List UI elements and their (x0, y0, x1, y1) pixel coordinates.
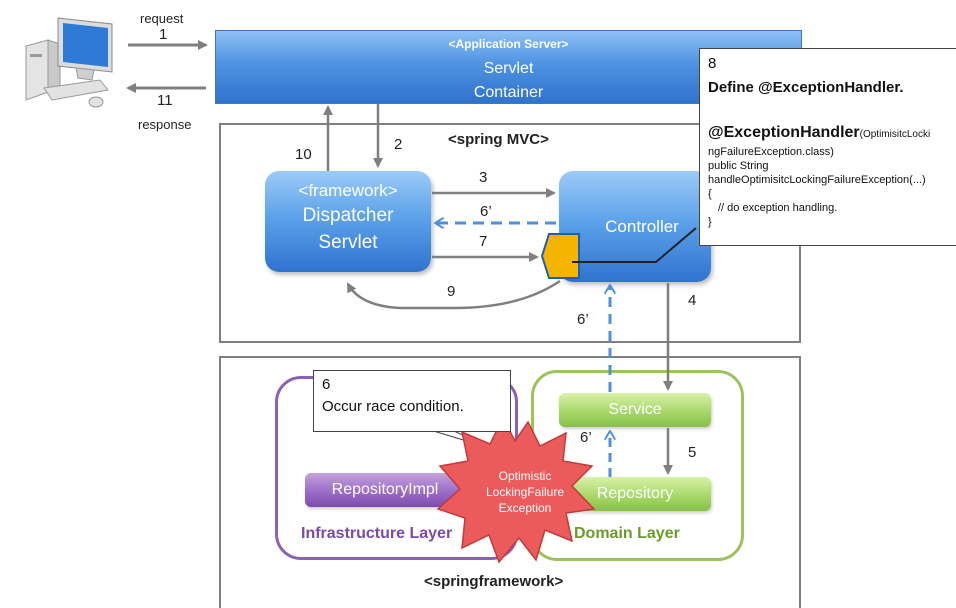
step-3-label: 3 (479, 169, 488, 186)
handler-code-line1: public String (708, 160, 769, 172)
race-callout-num: 6 (322, 376, 331, 393)
arrow-9 (346, 279, 561, 310)
exception-handler-callout: 8 Define @ExceptionHandler. @ExceptionHa… (699, 48, 956, 246)
step-7-label: 7 (479, 233, 488, 250)
handler-callout-title: Define @ExceptionHandler. (708, 79, 904, 96)
response-label: response (138, 117, 192, 132)
handler-callout-num: 8 (708, 55, 717, 72)
exception-handler-marker-icon (540, 233, 581, 279)
handler-annotation: @ExceptionHandler (708, 124, 860, 141)
race-condition-callout: 6 Occur race condition. (313, 370, 511, 432)
handler-callout-pointer (572, 227, 697, 263)
service-box: Service (559, 393, 711, 427)
repository-impl-box: RepositoryImpl (305, 473, 465, 507)
dispatcher-line2: Servlet (318, 232, 378, 253)
step-10-label: 10 (295, 146, 312, 163)
step-5-label: 5 (688, 444, 697, 461)
infrastructure-layer-label: Infrastructure Layer (301, 525, 453, 542)
servlet-container-title: Servlet Container (216, 57, 801, 105)
dispatcher-tag: <framework> (298, 181, 398, 200)
handler-code-line3: { (708, 188, 712, 200)
computer-icon (8, 14, 123, 114)
step-6p-mid-label: 6’ (577, 311, 589, 328)
handler-code-line5: } (708, 216, 712, 228)
servlet-container-line2: Container (473, 84, 544, 101)
step-2-label: 2 (394, 136, 403, 153)
springframework-frame (219, 356, 801, 608)
step-11-label: 11 (157, 92, 173, 109)
handler-code-line4: // do exception handling. (718, 202, 838, 214)
race-callout-text: Occur race condition. (322, 398, 464, 415)
step-9-label: 9 (447, 283, 456, 300)
step-4-label: 4 (688, 292, 697, 309)
handler-annotation-arg-a: (OptimisitcLocki (859, 129, 931, 140)
dispatcher-line1: Dispatcher (302, 205, 394, 226)
domain-layer-label: Domain Layer (574, 525, 680, 542)
handler-annotation-arg-b: ngFailureException.class) (708, 146, 834, 158)
exception-burst-text: Optimistic LockingFailure Exception (470, 468, 580, 516)
spring-mvc-title: <spring MVC> (448, 131, 549, 148)
exception-burst-icon (436, 416, 596, 564)
handler-code-block: @ExceptionHandler(OptimisitcLocki ngFail… (708, 123, 956, 229)
step-1-label: 1 (159, 26, 168, 43)
step-6p-low-label: 6’ (580, 429, 592, 446)
controller-box: Controller (559, 171, 711, 282)
handler-code-line2: handleOptimisitcLockingFailureException(… (708, 174, 926, 186)
step-6p-label: 6’ (480, 203, 492, 220)
controller-label: Controller (605, 217, 679, 236)
application-server-tag: <Application Server> (448, 37, 569, 51)
request-label: request (140, 11, 184, 26)
springframework-title: <springframework> (424, 573, 564, 590)
exception-line2: LockingFailure (485, 485, 565, 499)
exception-line3: Exception (498, 501, 552, 515)
servlet-container-line1: Servlet (483, 60, 534, 77)
dispatcher-servlet-box: <framework> Dispatcher Servlet (265, 171, 431, 272)
exception-line1: Optimistic (498, 469, 552, 483)
